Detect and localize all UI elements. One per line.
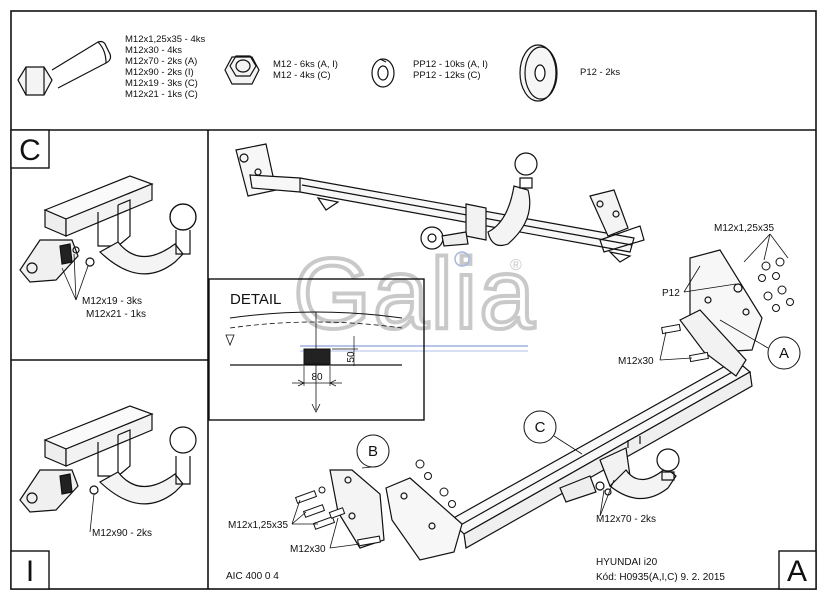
bolt-spec-2: M12x30 - 4ks (125, 45, 182, 56)
galia-logo-registered: ® (510, 257, 522, 274)
label-m12x70: M12x70 - 2ks (596, 514, 656, 525)
galia-logo: Galia ® (291, 236, 536, 352)
label-bolts-left: M12x1,25x35 (228, 520, 288, 531)
detail-title: DETAIL (230, 291, 281, 308)
panel-c-leaders (61, 253, 89, 301)
towbar-main-assembly (329, 249, 763, 561)
label-bolts-top: M12x1,25x35 (714, 223, 774, 234)
callout-b-text: B (368, 443, 378, 460)
bolt-spec-3: M12x70 - 2ks (A) (125, 56, 197, 67)
detail-dim-width: 80 (311, 372, 323, 383)
detail-box: DETAIL 80 50 (208, 278, 425, 421)
bolt-spec-6: M12x21 - 1ks (C) (125, 89, 198, 100)
fasteners-right (661, 257, 794, 363)
callout-a-text: A (779, 345, 789, 362)
nut-spec-2: M12 - 4ks (C) (273, 70, 331, 81)
bolt-icon (17, 40, 112, 96)
panel-c-label-2: M12x21 - 1ks (86, 309, 146, 320)
spring-washer-spec-list: PP12 - 10ks (A, I) PP12 - 12ks (C) (413, 59, 488, 81)
panel-a-letter-box: A (778, 550, 817, 590)
spring-washer-icon (371, 58, 395, 88)
label-p12: P12 (662, 288, 680, 299)
footer-code: AIC 400 0 4 (226, 571, 279, 582)
panel-a-letter: A (787, 555, 807, 588)
label-leaders (291, 233, 789, 549)
nut-icon (224, 55, 260, 85)
spring-washer-spec-1: PP12 - 10ks (A, I) (413, 59, 488, 70)
panel-c-label-1: M12x19 - 3ks (82, 296, 142, 307)
towbar-i-drawing (19, 405, 197, 513)
fasteners-left (294, 459, 456, 547)
callout-b: B (356, 434, 390, 469)
bolt-spec-5: M12x19 - 3ks (C) (125, 78, 198, 89)
callout-c-text: C (535, 419, 546, 436)
towbar-c-drawing (19, 175, 197, 283)
spring-washer-spec-2: PP12 - 12ks (C) (413, 70, 481, 81)
galia-logo-text: Galia (293, 238, 536, 350)
panel-i-leader (89, 493, 95, 533)
bolt-spec-1: M12x1,25x35 - 4ks (125, 34, 206, 45)
bolt-spec-list: M12x1,25x35 - 4ks M12x30 - 4ks M12x70 - … (125, 34, 206, 100)
callout-a: A (719, 319, 801, 370)
flat-washer-spec: P12 - 2ks (580, 67, 620, 78)
nut-spec-1: M12 - 6ks (A, I) (273, 59, 338, 70)
panel-i-label: M12x90 - 2ks (92, 528, 152, 539)
detail-dim-height: 50 (346, 351, 357, 363)
panel-i-letter-box: I (10, 550, 50, 590)
footer-kod: Kód: H0935(A,I,C) 9. 2. 2015 (596, 572, 725, 583)
nut-spec-list: M12 - 6ks (A, I) M12 - 4ks (C) (273, 59, 338, 81)
callout-c: C (523, 410, 583, 455)
outer-frame (10, 10, 817, 590)
panel-i-letter: I (26, 555, 34, 588)
bolt-spec-4: M12x90 - 2ks (I) (125, 67, 194, 78)
label-m12x30-left: M12x30 (290, 544, 326, 555)
towbar-perspective-drawing (235, 143, 645, 263)
flat-washer-icon (519, 44, 558, 102)
panel-c-letter-box: C (10, 129, 50, 169)
label-m12x30-right: M12x30 (618, 356, 654, 367)
footer-vehicle: HYUNDAI i20 (596, 557, 658, 568)
panel-c-letter: C (19, 134, 41, 167)
